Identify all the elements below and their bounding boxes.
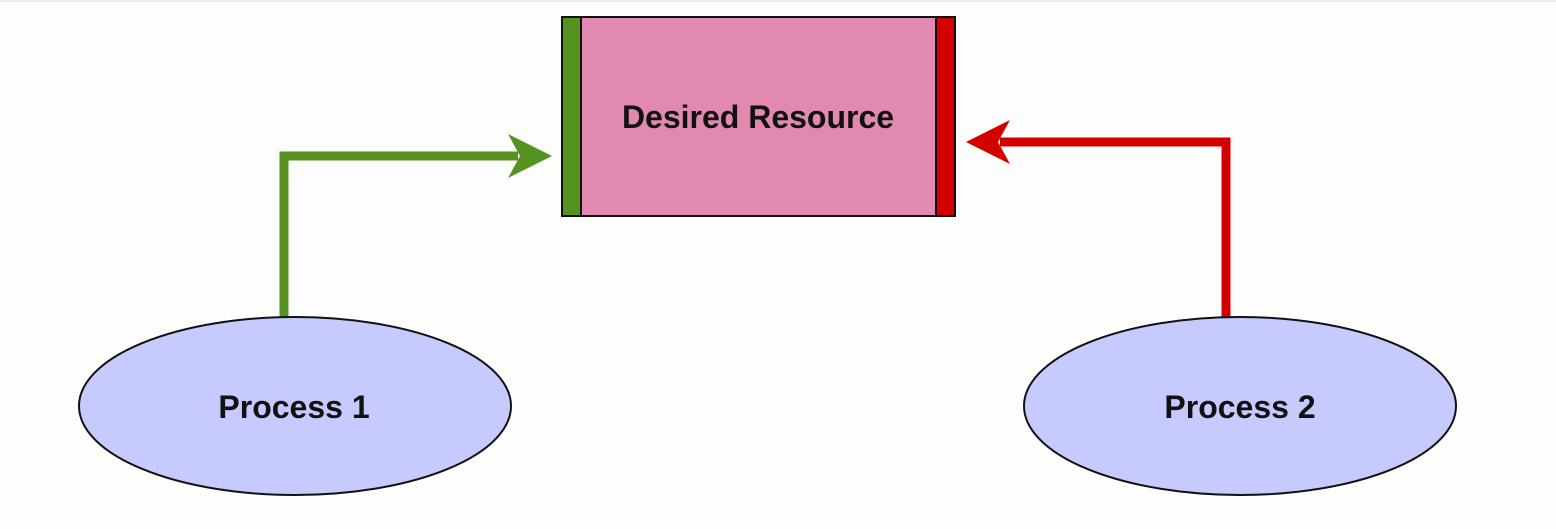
process-1-arrow bbox=[279, 134, 552, 318]
resource-box bbox=[561, 16, 956, 217]
process-1-arrow-line bbox=[279, 151, 518, 318]
process-1: Process 1 bbox=[78, 316, 512, 496]
process-1-arrowhead bbox=[508, 134, 552, 178]
top-border bbox=[0, 0, 1556, 2]
process-2-arrowhead bbox=[966, 120, 1010, 164]
process-1-ellipse bbox=[78, 316, 512, 496]
process-2-label: Process 2 bbox=[1164, 389, 1315, 425]
process-1-label: Process 1 bbox=[218, 389, 369, 425]
desired-resource: Desired Resource bbox=[561, 16, 956, 217]
resource-left-lock-bar bbox=[561, 16, 582, 217]
resource-right-lock-bar bbox=[935, 16, 956, 217]
resource-label: Desired Resource bbox=[622, 99, 894, 135]
process-2: Process 2 bbox=[1023, 316, 1457, 496]
process-2-ellipse bbox=[1023, 316, 1457, 496]
process-2-arrow-line bbox=[1000, 137, 1231, 318]
process-2-arrow bbox=[966, 120, 1231, 318]
